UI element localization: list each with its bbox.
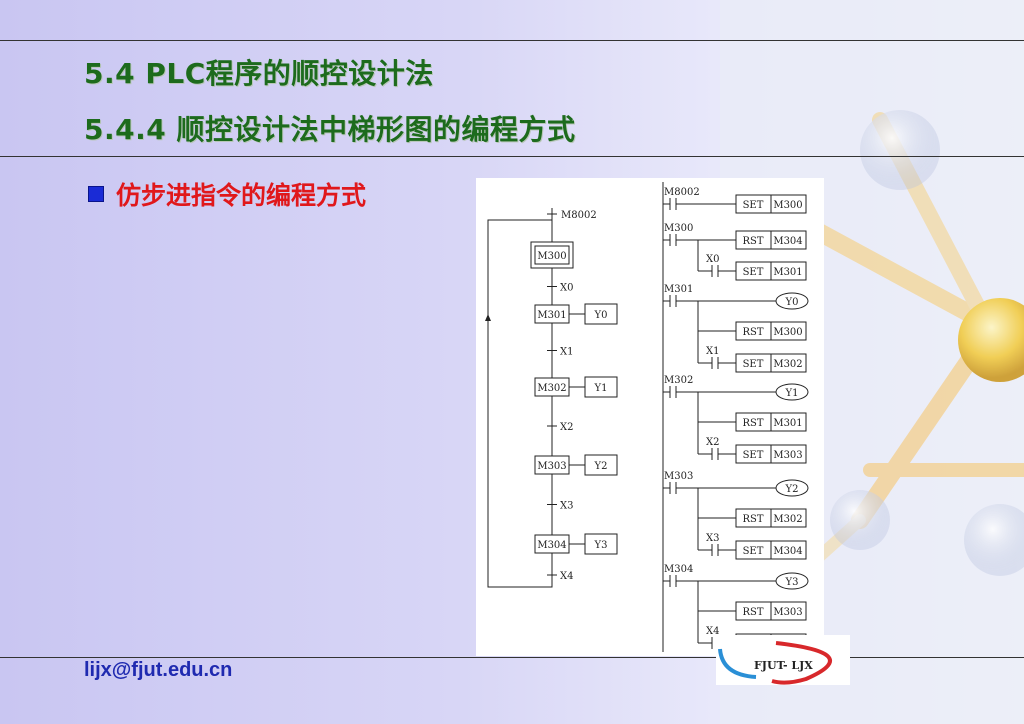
ladder-instruction-target: M302 bbox=[773, 359, 802, 370]
sfc-loop-line bbox=[487, 219, 553, 588]
sfc-action-label: Y0 bbox=[594, 310, 608, 321]
sfc-action-label: Y3 bbox=[594, 540, 608, 551]
ladder-contact-label: M303 bbox=[664, 471, 693, 482]
logo-text: FJUT- LJX bbox=[754, 659, 813, 672]
ladder-instruction-target: M301 bbox=[773, 267, 802, 278]
ladder-coil-label: Y3 bbox=[785, 577, 799, 588]
ladder-coil bbox=[775, 383, 809, 401]
sfc-transition-label: X0 bbox=[560, 283, 573, 294]
bullet-text: 仿步进指令的编程方式 bbox=[116, 181, 367, 210]
ladder-instruction-target: M300 bbox=[773, 200, 802, 211]
ladder-instruction-target: M304 bbox=[773, 236, 802, 247]
ladder-instruction-op: SET bbox=[743, 450, 764, 461]
ladder-coil bbox=[775, 479, 809, 497]
ladder-instruction-target: M303 bbox=[773, 450, 802, 461]
ladder-instruction-target: M301 bbox=[773, 418, 802, 429]
ladder-instruction-op: SET bbox=[743, 546, 764, 557]
ladder-contact-label: X3 bbox=[706, 533, 719, 544]
sfc-step-label: M302 bbox=[537, 383, 566, 394]
sfc-action-box bbox=[584, 454, 618, 476]
ladder-instruction-op: SET bbox=[743, 200, 764, 211]
section-title: 5.4 PLC程序的顺控设计法 bbox=[84, 57, 434, 90]
ladder-contact-label: X1 bbox=[706, 346, 719, 357]
bullet-square-icon bbox=[88, 186, 104, 202]
sfc-step-label: M300 bbox=[537, 251, 566, 262]
ladder-instruction-op: SET bbox=[743, 267, 764, 278]
sfc-step-label: M303 bbox=[537, 461, 566, 472]
logo-swoosh-icon: FJUT- LJX bbox=[718, 641, 832, 685]
footer-rule bbox=[0, 657, 1024, 658]
ladder-coil bbox=[775, 292, 809, 310]
sfc-action-box bbox=[584, 533, 618, 555]
sfc-transition-label: X1 bbox=[560, 347, 573, 358]
ladder-contact-label: X4 bbox=[706, 626, 719, 637]
sfc-transition-label: X3 bbox=[560, 501, 573, 512]
ladder-contact-label: M300 bbox=[664, 223, 693, 234]
ladder-coil-label: Y1 bbox=[785, 388, 799, 399]
ladder-coil-label: Y2 bbox=[785, 484, 799, 495]
sfc-step-label: M301 bbox=[537, 310, 566, 321]
header-bottom-rule bbox=[0, 156, 1024, 157]
ladder-contact-label: M304 bbox=[664, 564, 693, 575]
ladder-instruction-target: M302 bbox=[773, 514, 802, 525]
ladder-coil bbox=[775, 572, 809, 590]
sfc-loop-arrow-icon bbox=[485, 314, 491, 321]
fjut-logo: FJUT- LJX bbox=[716, 635, 850, 685]
footer-email: lijx@fjut.edu.cn bbox=[84, 659, 233, 681]
ladder-instruction-op: RST bbox=[742, 607, 763, 618]
sfc-action-label: Y2 bbox=[594, 461, 608, 472]
ladder-instruction-op: RST bbox=[742, 418, 763, 429]
ladder-instruction-op: RST bbox=[742, 327, 763, 338]
sfc-action-box bbox=[584, 303, 618, 325]
ladder-instruction-op: RST bbox=[742, 236, 763, 247]
ladder-contact-label: X0 bbox=[706, 254, 719, 265]
header-top-rule bbox=[0, 40, 1024, 41]
ladder-contact-label: M302 bbox=[664, 375, 693, 386]
sfc-init-label: M8002 bbox=[561, 210, 597, 221]
sfc-action-label: Y1 bbox=[594, 383, 608, 394]
ladder-contact-label: X2 bbox=[706, 437, 719, 448]
sfc-transition-label: X4 bbox=[560, 571, 573, 582]
sfc-action-box bbox=[584, 376, 618, 398]
sfc-step-box bbox=[534, 245, 570, 265]
ladder-instruction-target: M304 bbox=[773, 546, 802, 557]
sfc-transition-label: X2 bbox=[560, 422, 573, 433]
ladder-instruction-op: SET bbox=[743, 359, 764, 370]
ladder-coil-label: Y0 bbox=[785, 297, 799, 308]
bullet-item: 仿步进指令的编程方式 bbox=[88, 176, 366, 212]
ladder-instruction-target: M300 bbox=[773, 327, 802, 338]
ladder-instruction-op: RST bbox=[742, 514, 763, 525]
subsection-title: 5.4.4 顺控设计法中梯形图的编程方式 bbox=[84, 113, 576, 146]
ladder-contact-label: M301 bbox=[664, 284, 693, 295]
ladder-contact-label: M8002 bbox=[664, 187, 700, 198]
sfc-step-label: M304 bbox=[537, 540, 566, 551]
ladder-instruction-target: M303 bbox=[773, 607, 802, 618]
